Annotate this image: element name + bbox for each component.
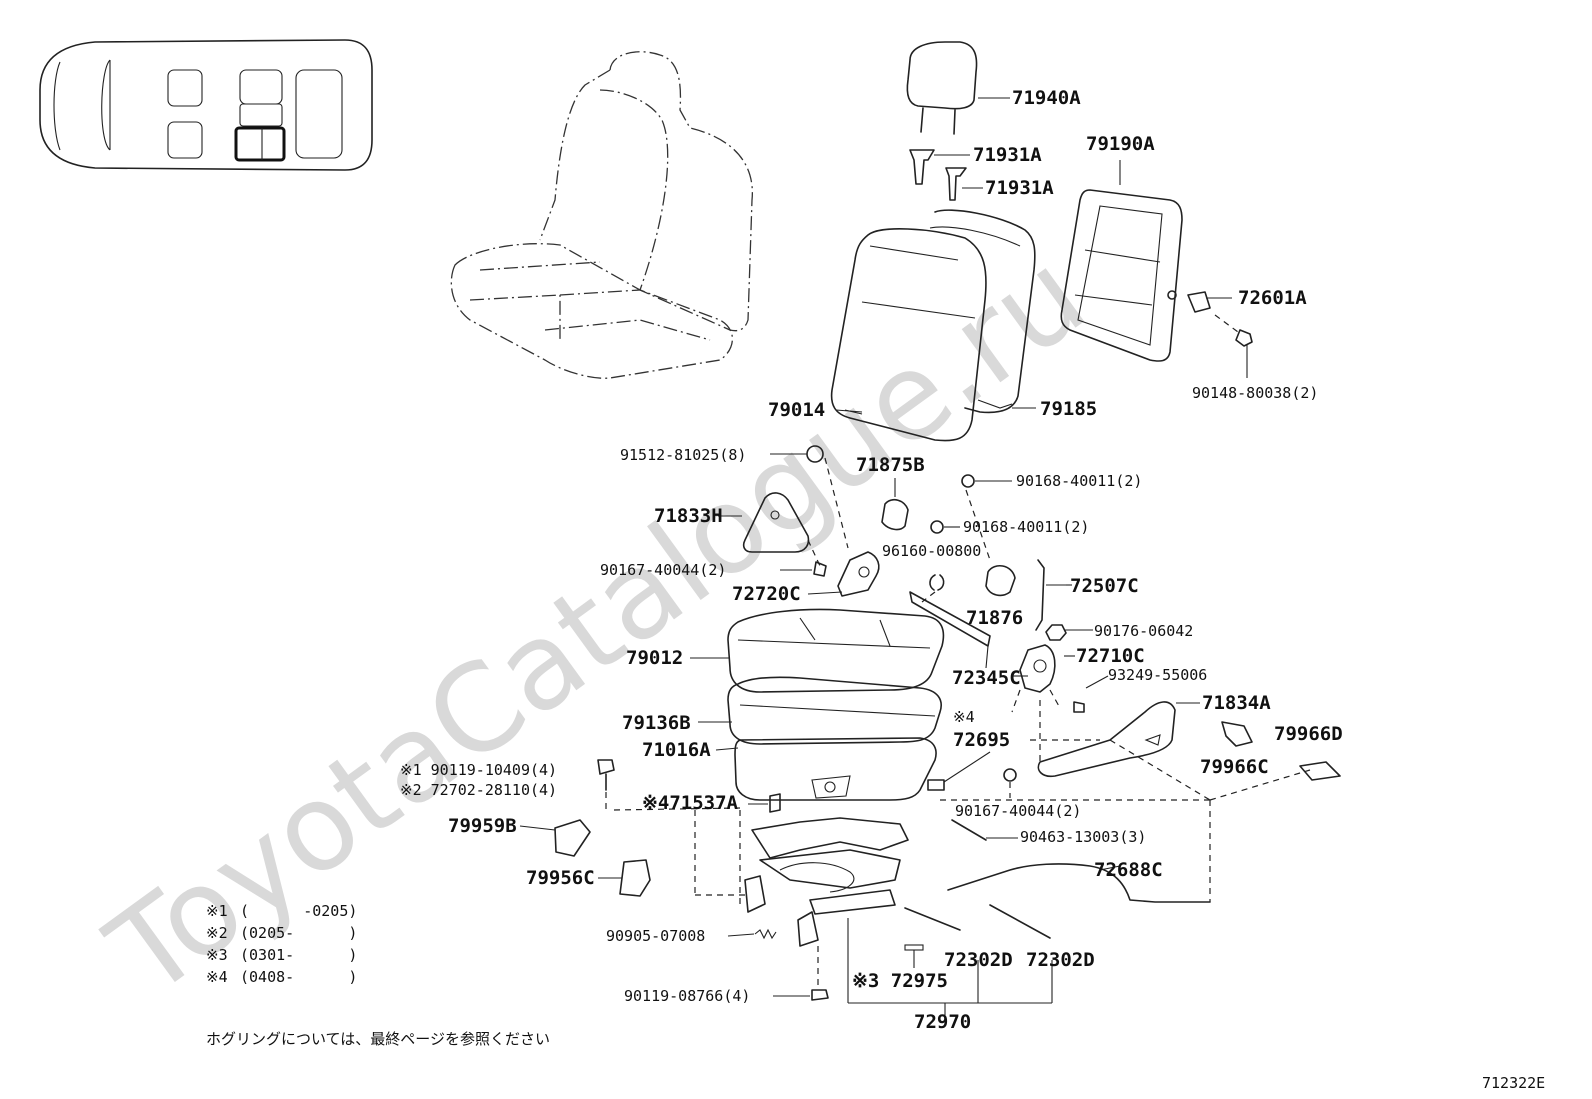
seat-cushion-pad — [727, 676, 942, 745]
screw-icon — [930, 474, 1012, 561]
drawing-number: 712322E — [1482, 1074, 1545, 1092]
part-label: 79190A — [1086, 133, 1155, 155]
screw-icon — [780, 561, 827, 577]
legend-range: (0301- ) — [240, 946, 357, 964]
part-label: 72688C — [1094, 859, 1163, 881]
legend-mark: ※4 — [206, 968, 228, 986]
part-label: 79956C — [526, 867, 595, 889]
legend-mark: ※2 — [206, 924, 228, 942]
part-label: 90167-40044(2) — [600, 561, 726, 579]
part-label: 91512-81025(8) — [620, 446, 746, 464]
part-label: ※1 90119-10409(4) — [400, 761, 557, 779]
part-label: 90168-40011(2) — [1016, 472, 1142, 490]
leader-lines — [519, 407, 1093, 997]
release-rod — [1035, 559, 1068, 631]
part-label: 71834A — [1202, 692, 1271, 714]
part-label: 72302D — [944, 949, 1013, 971]
seat-track-assembly — [694, 810, 909, 990]
part-label: 71876 — [966, 607, 1023, 629]
part-label: 79185 — [1040, 398, 1097, 420]
part-label: 71940A — [1012, 87, 1081, 109]
spring-icon — [754, 928, 777, 940]
part-label: 72970 — [914, 1011, 971, 1033]
seatback-board — [929, 209, 1036, 414]
recliner — [1011, 644, 1061, 713]
seat-bracket — [742, 492, 821, 567]
legend-range: (0408- ) — [240, 968, 357, 986]
headrest — [906, 41, 1010, 135]
part-label: 79966D — [1274, 723, 1343, 745]
part-label: 79966C — [1200, 756, 1269, 778]
track-cover — [554, 819, 651, 897]
nut-icon — [1045, 624, 1067, 641]
legend-mark: ※3 — [206, 946, 228, 964]
part-label: 93249-55006 — [1108, 666, 1207, 684]
legend: ※1 ( -0205) ※2 (0205- ) ※3 (0301- ) ※4 (… — [206, 902, 357, 986]
recliner — [837, 551, 880, 597]
headrest-guide — [909, 149, 983, 201]
reference-lines — [613, 700, 1311, 902]
hinge-cover — [1167, 290, 1232, 313]
connector-icon — [927, 751, 991, 791]
footnote: ホグリングについては、最終ページを参照ください — [206, 1030, 550, 1048]
part-label: 72695 — [953, 729, 1010, 751]
bolt-icon — [597, 759, 615, 812]
part-label: 72507C — [1070, 575, 1139, 597]
part-label: ※3 72975 — [852, 970, 948, 992]
part-label: 72601A — [1238, 287, 1307, 309]
part-label: 72302D — [1026, 949, 1095, 971]
part-label: 90148-80038(2) — [1192, 384, 1318, 402]
side-shield — [1037, 701, 1200, 778]
label-plate — [769, 793, 781, 813]
assembly-bracket — [847, 918, 1053, 1015]
seatback-frame — [1060, 160, 1183, 362]
part-label: 72345C — [952, 667, 1021, 689]
part-label: 79136B — [622, 712, 691, 734]
bolt-icon — [811, 989, 829, 1001]
part-label: ※2 72702-28110(4) — [400, 781, 557, 799]
part-label: 71931A — [985, 177, 1054, 199]
legend-range: ( -0205) — [240, 902, 357, 920]
legend-mark: ※1 — [206, 902, 228, 920]
part-label: ※4 — [953, 708, 975, 726]
seat-cushion-frame — [734, 737, 937, 801]
seat-track-cable — [904, 904, 1051, 968]
part-label: 79014 — [768, 399, 825, 421]
part-label: 71931A — [973, 144, 1042, 166]
seat-cushion-cover — [727, 608, 945, 693]
release-cable — [947, 863, 1211, 903]
part-label: 79959B — [448, 815, 517, 837]
connecting-bar — [909, 591, 991, 669]
recliner-cover — [985, 565, 1016, 597]
part-label: 90119-08766(4) — [624, 987, 750, 1005]
clip-icon — [1221, 721, 1341, 781]
part-label: 90168-40011(2) — [963, 518, 1089, 536]
part-label: 72720C — [732, 583, 801, 605]
part-label: 90176-06042 — [1094, 622, 1193, 640]
bolt-icon — [770, 445, 849, 549]
part-label: 71016A — [642, 739, 711, 761]
part-label: ※471537A — [642, 792, 739, 814]
snap-ring-icon — [921, 574, 945, 603]
part-label: 79012 — [626, 647, 683, 669]
bolt-icon — [1214, 314, 1253, 378]
part-label: 90463-13003(3) — [1020, 828, 1146, 846]
watermark: ToyotaCatalogue.ru — [85, 226, 1111, 1024]
part-label: 71875B — [856, 454, 925, 476]
part-label: 72710C — [1076, 645, 1145, 667]
part-label: 90905-07008 — [606, 927, 705, 945]
seatback-cover — [830, 228, 987, 442]
screw-icon — [1003, 768, 1017, 798]
bolt-icon — [1073, 675, 1109, 713]
recliner-cover — [881, 478, 909, 531]
assembled-seat-outline — [450, 51, 754, 379]
legend-range: (0205- ) — [240, 924, 357, 942]
part-label: 71833H — [654, 505, 723, 527]
wire-clip — [951, 819, 1018, 841]
part-label: 90167-40044(2) — [955, 802, 1081, 820]
part-label: 96160-00800 — [882, 542, 981, 560]
vehicle-locator-icon — [39, 39, 373, 171]
